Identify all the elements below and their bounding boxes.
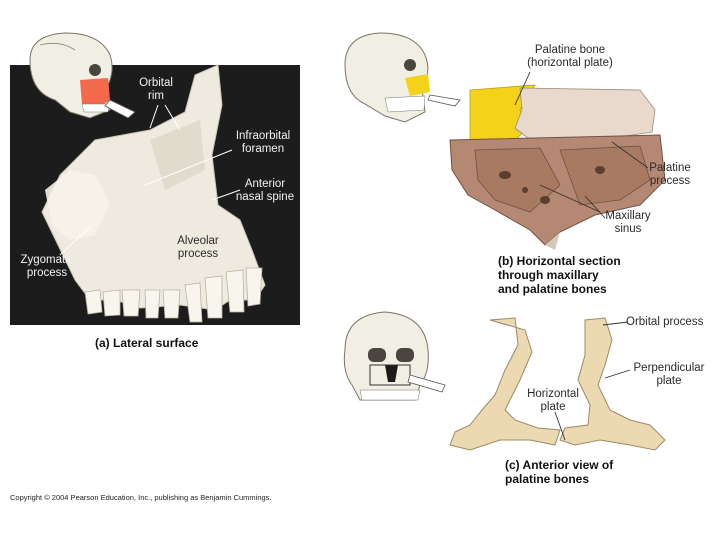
label-perpendicular-plate: Perpendicular plate — [626, 362, 712, 388]
label-orbital-process: Orbital process — [626, 316, 714, 329]
copyright-notice: Copyright © 2004 Pearson Education, Inc.… — [10, 493, 272, 502]
caption-panel-c: (c) Anterior view of palatine bones — [505, 458, 613, 486]
label-horizontal-plate: Horizontal plate — [518, 388, 588, 414]
skull-thumbnail-c — [344, 312, 428, 400]
